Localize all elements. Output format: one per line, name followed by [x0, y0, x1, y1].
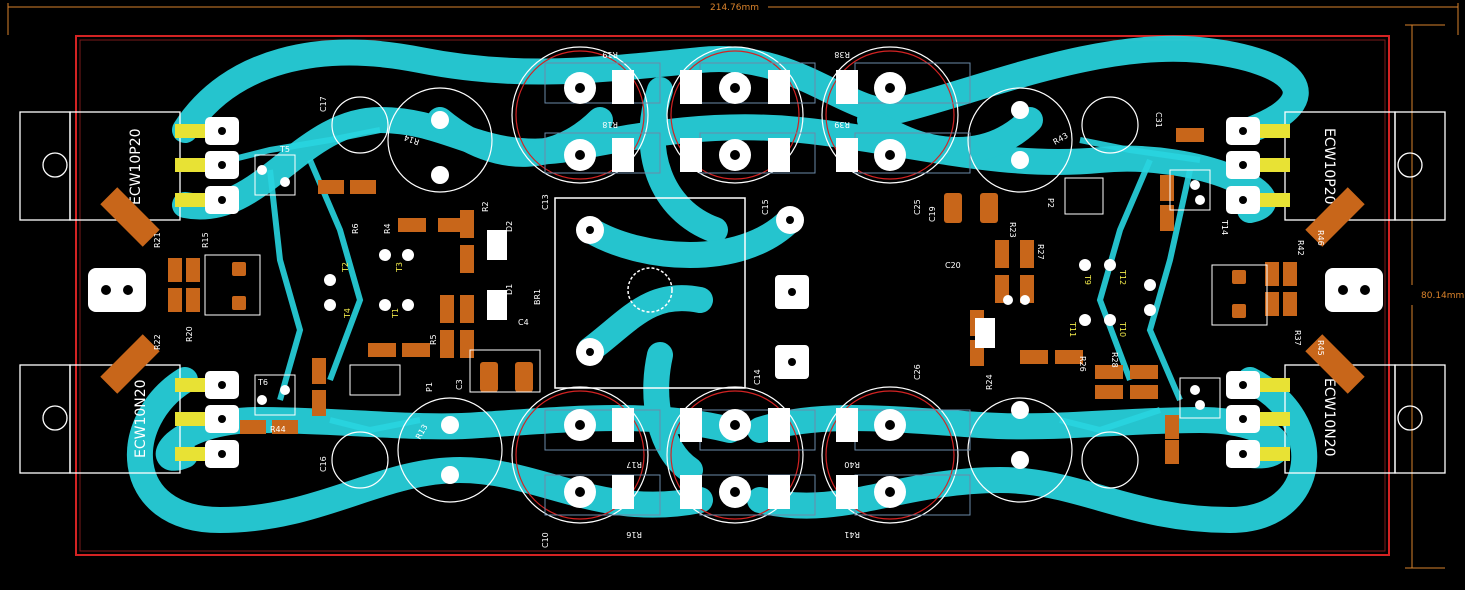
electrolytic-smd-pads	[232, 193, 1246, 392]
label-r5: R5	[429, 334, 438, 345]
width-dimension-label: 214.76mm	[710, 3, 759, 13]
label-c16: C16	[319, 456, 328, 472]
label-c13: C13	[541, 194, 550, 210]
transistor-label-bl: ECW10N20	[133, 379, 149, 458]
label-d2: D2	[505, 221, 514, 232]
label-r22: R22	[153, 334, 162, 350]
label-t10: T10	[1118, 321, 1127, 337]
label-t9: T9	[1083, 274, 1092, 285]
transistor-pad-holes	[218, 127, 1247, 458]
label-r23: R23	[1008, 222, 1017, 238]
label-t12: T12	[1118, 269, 1127, 285]
copper-traces	[127, 35, 1318, 534]
through-hole-pads	[88, 70, 1383, 509]
label-t6: T6	[257, 378, 268, 387]
label-r42: R42	[1296, 240, 1305, 256]
label-t2: T2	[341, 262, 350, 273]
label-c31: C31	[1154, 112, 1163, 128]
board-outline	[75, 35, 1390, 556]
label-p1: P1	[425, 382, 434, 392]
label-r6: R6	[351, 223, 360, 234]
transistor-leads	[175, 124, 1290, 461]
label-r4: R4	[383, 223, 392, 234]
br1-label: BR1	[533, 289, 542, 305]
label-r40: R40	[844, 460, 860, 469]
transistor-label-tr: ECW10P20	[1321, 128, 1337, 205]
label-c14: C14	[753, 369, 762, 385]
transistor-label-tl: ECW10P20	[128, 128, 144, 205]
label-r20: R20	[185, 326, 194, 342]
label-r16: R16	[626, 530, 642, 539]
label-r41: R41	[844, 530, 860, 539]
label-r28: R28	[1110, 352, 1119, 368]
bridge-rectifier	[554, 197, 746, 389]
label-r15: R15	[201, 232, 210, 248]
label-r26: R26	[1078, 356, 1087, 372]
transistor-label-br: ECW10N20	[1321, 378, 1337, 457]
label-r17: R17	[626, 460, 642, 469]
label-r38: R38	[834, 50, 850, 59]
label-r45: R45	[1316, 340, 1325, 356]
label-p2: P2	[1046, 198, 1055, 208]
label-r19: R19	[602, 50, 618, 59]
label-c25: C25	[913, 199, 922, 215]
signal-traces	[229, 127, 1201, 434]
height-dimension-label: 80.14mm	[1421, 291, 1464, 301]
small-transistors	[204, 154, 1268, 419]
label-r2: R2	[481, 201, 490, 212]
label-t11: T11	[1068, 321, 1077, 337]
label-t14: T14	[1220, 219, 1229, 235]
label-r27: R27	[1036, 244, 1045, 260]
large-capacitors	[331, 46, 1139, 524]
label-c20: C20	[945, 261, 961, 270]
label-c19: C19	[928, 206, 937, 222]
label-c17: C17	[319, 96, 328, 112]
label-c10: C10	[541, 532, 550, 548]
label-r18: R18	[602, 120, 618, 129]
label-r44: R44	[270, 425, 286, 434]
label-t4: T4	[343, 308, 352, 319]
board-inner-outline	[79, 39, 1386, 552]
label-c15: C15	[761, 199, 770, 215]
label-c3: C3	[455, 379, 464, 390]
label-r46: R46	[1316, 230, 1325, 246]
label-r24: R24	[985, 374, 994, 390]
dimension-lines	[7, 3, 1459, 569]
label-r43: R43	[1052, 131, 1070, 147]
label-t3: T3	[395, 262, 404, 273]
label-r21: R21	[153, 232, 162, 248]
label-t5: T5	[279, 145, 290, 154]
label-t1: T1	[391, 308, 400, 319]
label-c4: C4	[518, 318, 529, 327]
label-d1: D1	[505, 284, 514, 295]
small-pads	[257, 165, 1205, 410]
diode-pads	[487, 230, 995, 348]
label-r39: R39	[834, 120, 850, 129]
label-c26: C26	[913, 364, 922, 380]
emitter-resistors	[100, 187, 1365, 394]
label-r37: R37	[1293, 330, 1302, 346]
